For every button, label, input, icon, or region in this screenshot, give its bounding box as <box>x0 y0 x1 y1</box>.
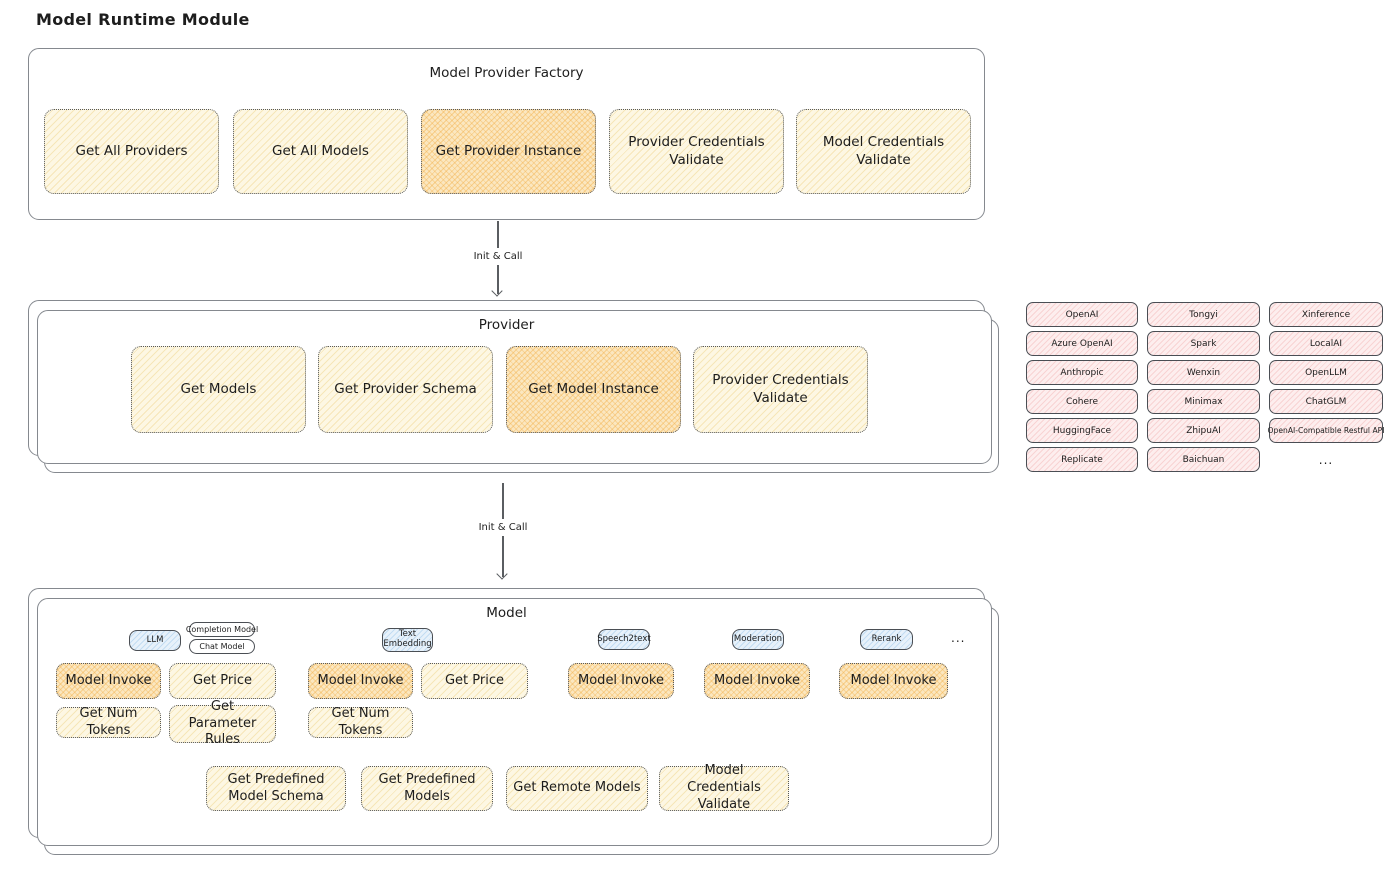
model-type-tag-speech2text: Speech2text <box>597 629 651 650</box>
provider-card-get-provider-schema: Get Provider Schema <box>318 346 493 433</box>
model-card-llm-model-invoke: Model Invoke <box>56 663 161 699</box>
model-card-llm-get-price: Get Price <box>169 663 276 699</box>
model-card-llm-get-num-tokens: Get Num Tokens <box>56 706 161 738</box>
model-card-model-credentials-validate: Model Credentials Validate <box>659 763 789 812</box>
model-type-pill-completion-model: Completion Model <box>186 622 258 637</box>
model-card-rerank-model-invoke: Model Invoke <box>839 663 948 699</box>
factory-card-get-all-providers: Get All Providers <box>44 109 219 194</box>
provider-tag-baichuan: Baichuan <box>1147 447 1260 472</box>
model-type-ellipsis: ... <box>951 631 966 645</box>
model-type-tag-rerank: Rerank <box>860 629 913 650</box>
provider-tag-openllm: OpenLLM <box>1269 360 1383 385</box>
factory-card-get-all-models: Get All Models <box>233 109 408 194</box>
factory-card-get-provider-instance: Get Provider Instance <box>421 109 596 194</box>
provider-box: Provider Get Models Get Provider Schema … <box>28 300 999 473</box>
provider-tag-localai: LocalAI <box>1269 331 1383 356</box>
provider-tag-grid: OpenAI Tongyi Xinference Azure OpenAI Sp… <box>1026 302 1384 472</box>
provider-tag-wenxin: Wenxin <box>1147 360 1260 385</box>
model-card-text-embedding-model-invoke: Model Invoke <box>308 663 413 699</box>
provider-tag-anthropic: Anthropic <box>1026 360 1138 385</box>
factory-card-model-credentials-validate: Model Credentials Validate <box>796 109 971 194</box>
model-type-tag-text-embedding: Text Embedding <box>382 628 433 652</box>
model-card-moderation-model-invoke: Model Invoke <box>704 663 810 699</box>
provider-tag-zhipuai: ZhipuAI <box>1147 418 1260 443</box>
provider-tag-spark: Spark <box>1147 331 1260 356</box>
model-card-llm-get-parameter-rules: Get Parameter Rules <box>169 699 276 747</box>
provider-tag-cohere: Cohere <box>1026 389 1138 414</box>
factory-card-provider-credentials-validate: Provider Credentials Validate <box>609 109 784 194</box>
model-type-tag-llm: LLM <box>129 630 181 651</box>
provider-tag-azure-openai: Azure OpenAI <box>1026 331 1138 356</box>
model-card-text-embedding-get-num-tokens: Get Num Tokens <box>308 706 413 738</box>
provider-tag-tongyi: Tongyi <box>1147 302 1260 327</box>
model-card-get-remote-models: Get Remote Models <box>506 766 648 811</box>
provider-box-title: Provider <box>478 317 535 333</box>
model-card-text-embedding-get-price: Get Price <box>421 663 528 699</box>
arrow2-label: Init & Call <box>475 519 531 536</box>
model-box-title: Model <box>486 605 527 621</box>
model-card-get-predefined-models: Get Predefined Models <box>361 766 493 811</box>
provider-tag-replicate: Replicate <box>1026 447 1138 472</box>
provider-tag-huggingface: HuggingFace <box>1026 418 1138 443</box>
model-card-speech2text-model-invoke: Model Invoke <box>568 663 674 699</box>
provider-tag-chatglm: ChatGLM <box>1269 389 1383 414</box>
provider-tag-minimax: Minimax <box>1147 389 1260 414</box>
provider-card-get-models: Get Models <box>131 346 306 433</box>
provider-card-provider-credentials-validate: Provider Credentials Validate <box>693 346 868 433</box>
provider-tag-openai-compatible-restful-api: OpenAI-Compatible Restful API <box>1268 418 1384 443</box>
provider-tag-openai: OpenAI <box>1026 302 1138 327</box>
factory-box-title: Model Provider Factory <box>429 65 584 81</box>
model-box: Model LLM Completion Model Chat Model Te… <box>28 588 999 855</box>
provider-card-get-model-instance: Get Model Instance <box>506 346 681 433</box>
diagram-title: Model Runtime Module <box>36 10 250 29</box>
model-card-get-predefined-model-schema: Get Predefined Model Schema <box>206 766 346 811</box>
provider-tag-ellipsis: ... <box>1318 452 1334 467</box>
model-type-pill-chat-model: Chat Model <box>189 639 255 654</box>
model-type-tag-moderation: Moderation <box>732 629 784 650</box>
factory-box: Model Provider Factory Get All Providers… <box>28 48 985 220</box>
provider-tag-xinference: Xinference <box>1269 302 1383 327</box>
arrow1-label: Init & Call <box>470 248 526 265</box>
